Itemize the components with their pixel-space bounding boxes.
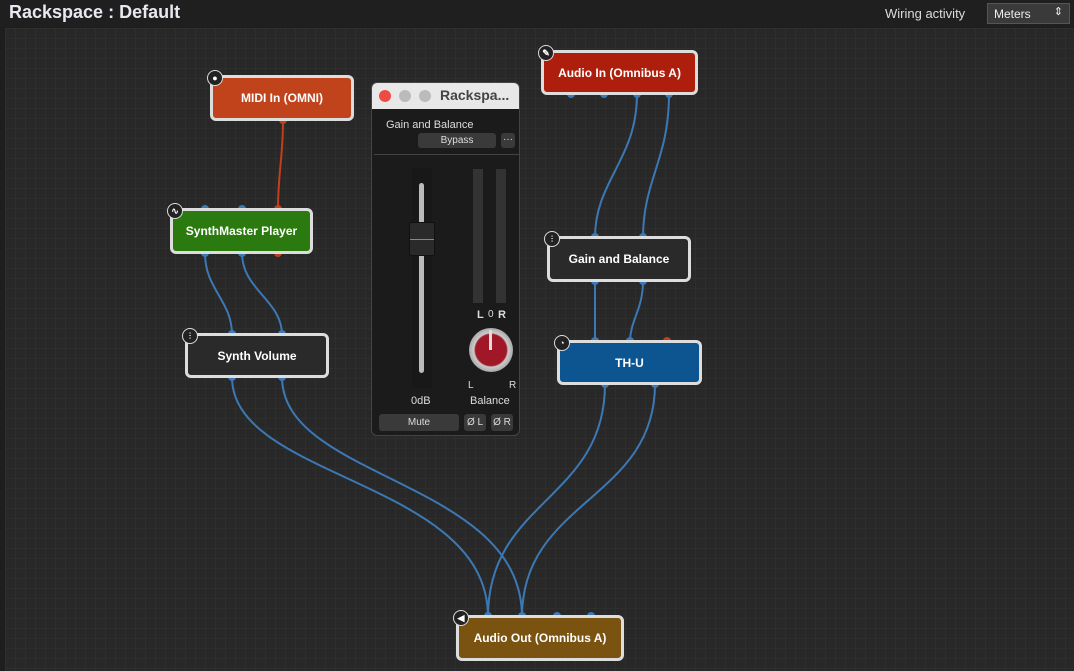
- meter-l-label: L: [477, 309, 484, 321]
- slider-track: [419, 183, 424, 373]
- zoom-button[interactable]: [419, 90, 431, 102]
- block-gain-and-balance[interactable]: ⫶ Gain and Balance: [544, 231, 691, 282]
- page-title: Rackspace : Default: [9, 2, 181, 22]
- slider-thumb[interactable]: [409, 222, 435, 256]
- wire: [521, 383, 656, 618]
- wire: [487, 383, 606, 618]
- block-audio-out[interactable]: ◀ Audio Out (Omnibus A): [453, 610, 624, 661]
- meter-left: [473, 169, 483, 303]
- block-audio-in[interactable]: ✎ Audio In (Omnibus A): [538, 45, 698, 95]
- phase-invert-right-button[interactable]: Ø R: [491, 414, 513, 431]
- block-label: SynthMaster Player: [185, 224, 298, 238]
- close-button[interactable]: [379, 90, 391, 102]
- wiring-activity-value: Meters: [994, 7, 1031, 21]
- wire: [204, 252, 233, 336]
- meter-0-label: 0: [488, 309, 494, 320]
- block-label: Synth Volume: [217, 348, 297, 363]
- block-synth-volume[interactable]: ⫶ Synth Volume: [182, 328, 329, 378]
- balance-label: Balance: [470, 395, 510, 407]
- divider: [374, 154, 519, 155]
- meter-r-label: R: [498, 309, 506, 321]
- knob-icon: ◔: [554, 335, 570, 351]
- plugin-window: Rackspa... Gain and Balance Bypass ··· L…: [371, 82, 520, 436]
- knob-l-label: L: [468, 380, 474, 391]
- more-button[interactable]: ···: [501, 133, 515, 148]
- sliders-icon: ⫶: [544, 231, 560, 247]
- wire: [594, 93, 638, 239]
- block-synthmaster-player[interactable]: ∿SynthMaster Player: [167, 203, 313, 254]
- mute-button[interactable]: Mute: [379, 414, 459, 431]
- wiring-activity-select[interactable]: Meters ⇕: [987, 3, 1070, 24]
- wire: [281, 376, 523, 618]
- block-label: MIDI In (OMNI): [241, 91, 323, 105]
- block-label: Audio Out (Omnibus A): [473, 631, 607, 645]
- plugin-window-titlebar[interactable]: Rackspa...: [372, 83, 519, 109]
- wiring-activity-label: Wiring activity: [885, 6, 966, 21]
- block-label: Gain and Balance: [568, 252, 670, 266]
- wire: [629, 280, 644, 343]
- wiring-canvas[interactable]: [5, 28, 1074, 671]
- wire-midi: [277, 119, 284, 211]
- knob-r-label: R: [509, 380, 517, 391]
- block-midi-in[interactable]: ● MIDI In (OMNI): [207, 70, 354, 121]
- block-th-u[interactable]: ◔ TH-U: [554, 335, 702, 385]
- speaker-icon: ◀: [453, 610, 469, 626]
- sliders-icon: ⫶: [182, 328, 198, 344]
- header-bar: Rackspace : Default Wiring activity Mete…: [0, 0, 1074, 27]
- balance-knob[interactable]: [469, 328, 513, 372]
- wire: [231, 376, 489, 618]
- chevron-updown-icon: ⇕: [1053, 6, 1063, 18]
- meter-right: [496, 169, 506, 303]
- plugin-window-title: Rackspa...: [440, 87, 510, 103]
- microphone-icon: ✎: [538, 45, 554, 61]
- waveform-icon: ∿: [167, 203, 183, 219]
- midi-icon: ●: [207, 70, 223, 86]
- gain-slider[interactable]: [409, 168, 435, 388]
- bypass-button[interactable]: Bypass: [418, 133, 496, 148]
- block-label: Audio In (Omnibus A): [558, 65, 681, 80]
- phase-invert-left-button[interactable]: Ø L: [464, 414, 486, 431]
- wire: [241, 252, 283, 336]
- block-label: TH-U: [615, 355, 644, 370]
- plugin-name: Gain and Balance: [386, 119, 474, 131]
- gain-value: 0dB: [411, 395, 431, 407]
- wire: [642, 93, 670, 239]
- minimize-button[interactable]: [399, 90, 411, 102]
